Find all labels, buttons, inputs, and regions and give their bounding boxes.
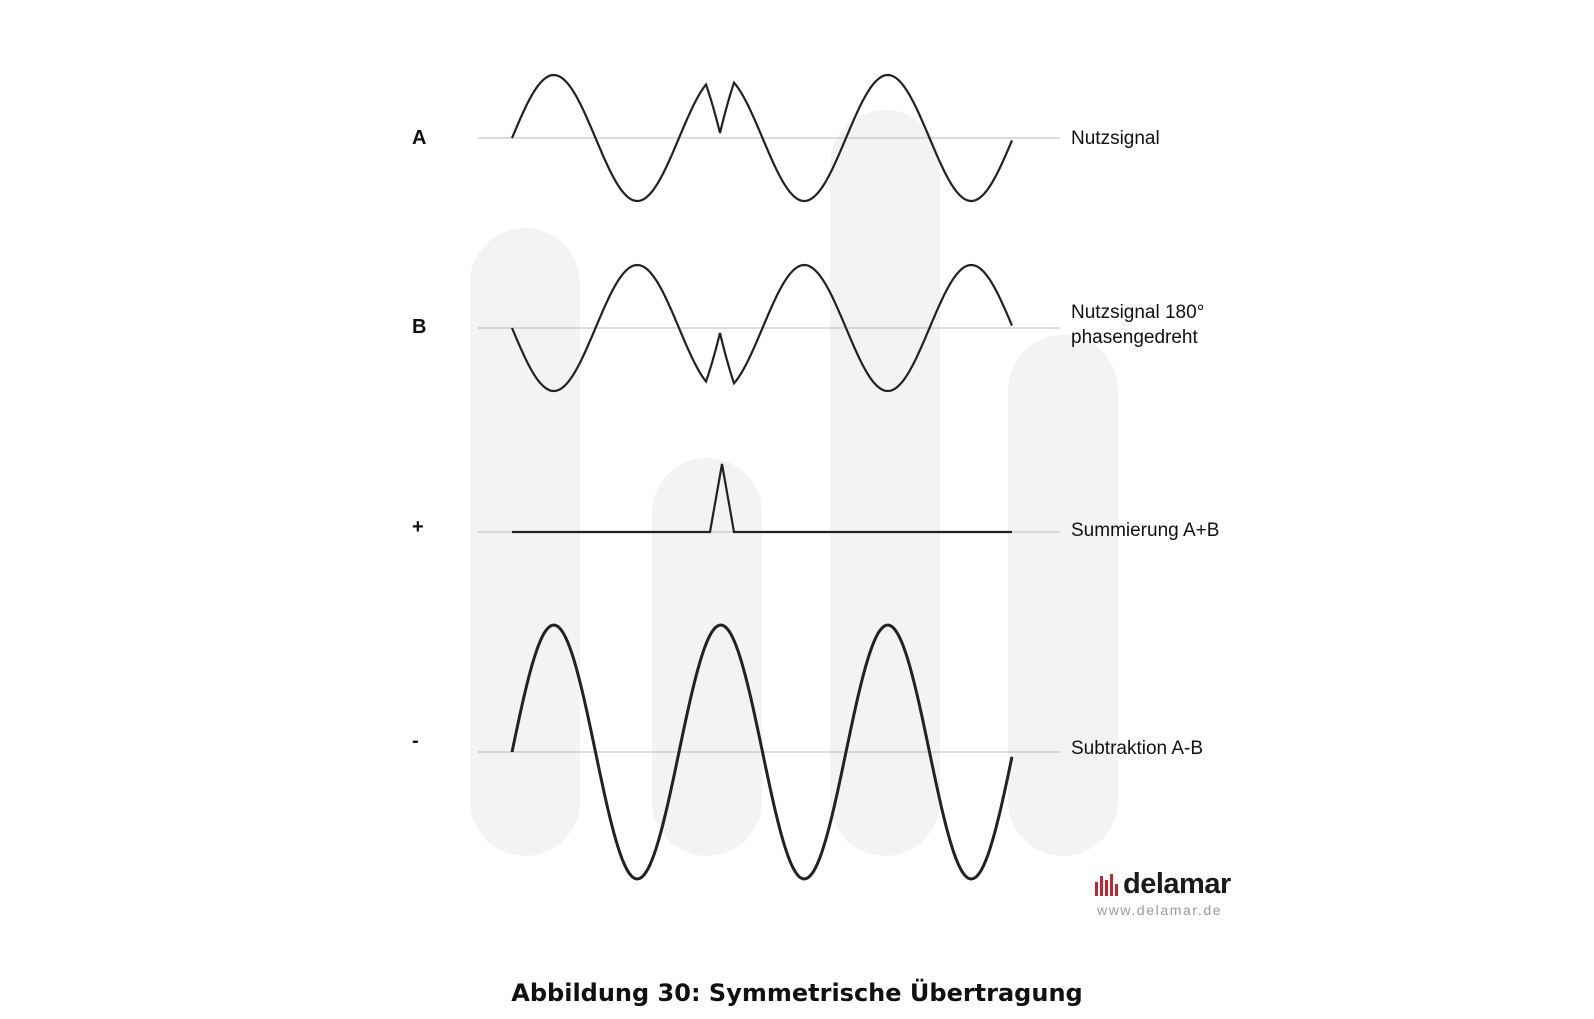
background-pillars [470, 110, 1118, 856]
row-label-difference: Subtraktion A-B [1071, 736, 1203, 761]
row-symbol-plus: + [412, 516, 424, 538]
waveform-b [510, 263, 1014, 393]
row-symbol-a: A [412, 127, 427, 149]
figure-caption: Abbildung 30: Symmetrische Übertragung [511, 979, 1083, 1007]
waveform-a [510, 73, 1014, 203]
logo-bars-icon [1095, 874, 1118, 896]
row-label-difference-line-1: Subtraktion A-B [1071, 738, 1204, 759]
row-label-sum-line-1: Summierung A+B [1071, 520, 1220, 541]
row-label-sum: Summierung A+B [1071, 518, 1219, 543]
row-label-a-line-1: Nutzsignal [1071, 128, 1160, 149]
row-label-b-line-2: phasengedreht [1071, 327, 1198, 348]
logo-brand: delamar [1123, 868, 1231, 900]
row-symbol-minus: - [412, 730, 419, 752]
waveform-sum [512, 463, 1012, 534]
row-symbol-b: B [412, 316, 427, 338]
delamar-logo: delamar www.delamar.de [1095, 868, 1255, 918]
row-label-b: Nutzsignal 180° phasengedreht [1071, 300, 1204, 350]
waveforms [510, 73, 1014, 881]
logo-url: www.delamar.de [1097, 902, 1223, 918]
row-label-a: Nutzsignal [1071, 126, 1160, 151]
background-pillar-1 [470, 228, 580, 856]
background-pillar-4 [1008, 335, 1118, 856]
row-label-b-line-1: Nutzsignal 180° [1071, 302, 1205, 323]
background-pillar-3 [830, 110, 940, 856]
waveform-difference [510, 623, 1014, 881]
